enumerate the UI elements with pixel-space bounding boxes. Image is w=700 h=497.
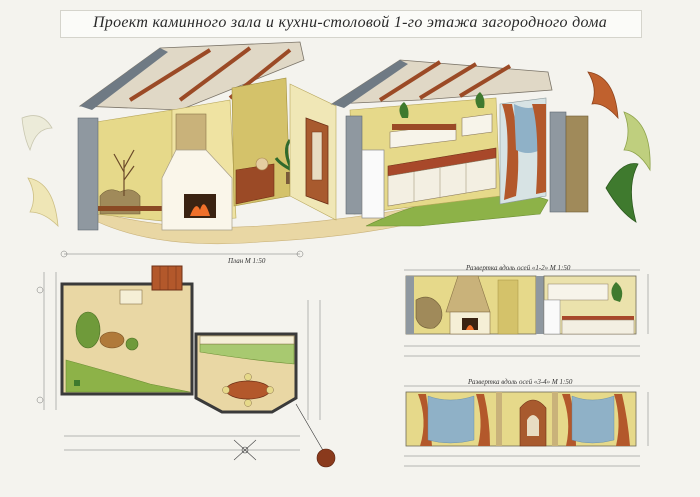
wall-cut-right	[549, 111, 567, 213]
title-strip	[60, 10, 642, 38]
kitchen-floor-plan	[199, 343, 295, 365]
curtain-right	[614, 394, 630, 446]
curtain-right	[476, 394, 490, 446]
beam	[128, 48, 212, 102]
decorative-leaf-left-bottom	[27, 177, 59, 228]
fridge-elevation	[543, 299, 561, 335]
curtain-blue	[571, 395, 615, 444]
floor-plan	[36, 250, 336, 468]
page-title: Проект каминного зала и кухни-столовой 1…	[92, 14, 608, 31]
stone-column-right	[565, 115, 589, 213]
elevation-3-4	[404, 385, 649, 467]
fireplace-plan	[119, 289, 143, 305]
plan-label: План М 1:50	[228, 257, 266, 265]
curtain-blue	[427, 395, 475, 444]
curtain-left	[502, 104, 519, 200]
beam	[178, 46, 252, 102]
niche	[497, 279, 519, 335]
decorative-leaf-left-top	[21, 115, 53, 152]
elevation-1-2-label: Развертка вдоль осей «1-2» М 1:50	[466, 264, 571, 272]
decorative-leaf-right-3	[605, 163, 639, 223]
curtain-blue	[514, 104, 540, 153]
coffee-table	[99, 331, 125, 349]
lower-cabinets-elevation	[561, 319, 635, 335]
perspective-illustration	[77, 41, 589, 245]
beam	[418, 62, 478, 100]
armchair	[125, 337, 139, 351]
beam	[378, 60, 442, 102]
beam	[458, 64, 512, 98]
plant-icon	[399, 102, 409, 118]
elevation-1-2	[404, 269, 649, 357]
kitchen-counter-plan	[199, 335, 295, 345]
stone-decor	[415, 296, 443, 329]
roof-left-edge	[80, 48, 168, 110]
decorative-leaf-right-2	[623, 111, 651, 172]
plant-icon	[475, 92, 485, 108]
roof-right-edge	[332, 60, 408, 108]
wall-cut-middle	[345, 115, 363, 215]
upper-cabinets-right	[461, 113, 493, 137]
stair-plan	[151, 265, 183, 291]
figure	[255, 157, 269, 171]
upper-cabinets-elevation	[547, 283, 609, 301]
decorative-leaf-right-1	[587, 71, 619, 120]
curtain-right	[532, 104, 546, 194]
fridge	[361, 149, 385, 219]
wall-cut-left	[77, 117, 99, 231]
dining-table	[225, 380, 271, 400]
lower-cabinets	[387, 157, 497, 207]
bench	[98, 206, 166, 211]
door-glass	[311, 131, 323, 181]
compass-icon	[233, 439, 257, 461]
sofa	[75, 311, 101, 349]
shelf	[392, 124, 456, 130]
tree-icon	[113, 149, 135, 196]
floor-green-strip	[65, 359, 191, 393]
elevation-3-4-label: Развертка вдоль осей «3-4» М 1:50	[468, 378, 573, 386]
roof-right	[330, 59, 553, 105]
plant-plan	[74, 380, 80, 386]
fire-icon	[190, 204, 210, 216]
color-swatch-dot	[316, 448, 336, 468]
